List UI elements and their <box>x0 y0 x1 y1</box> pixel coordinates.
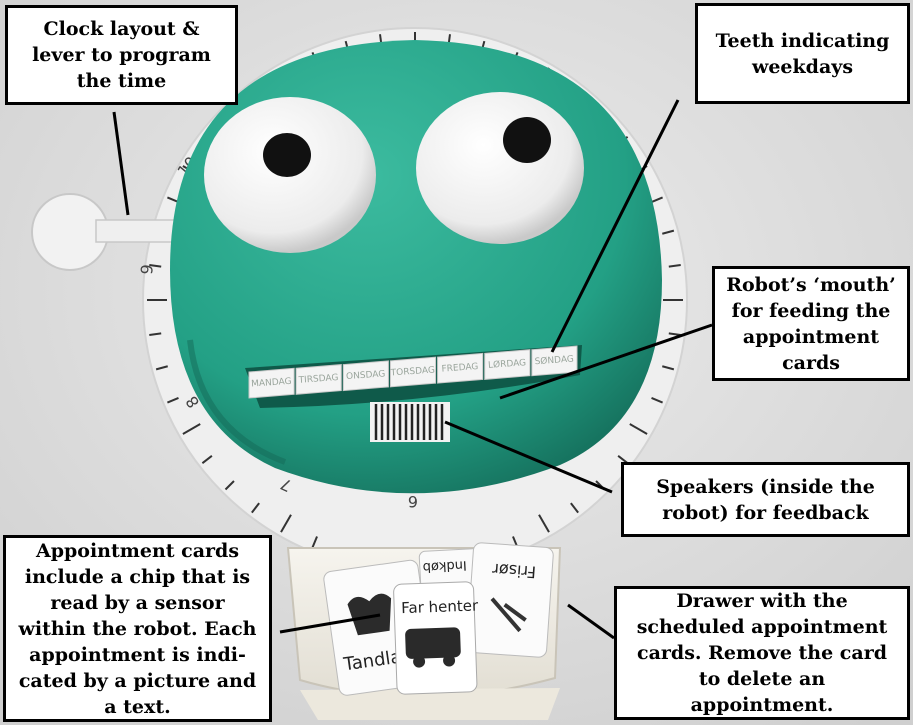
clock-tick <box>538 514 550 533</box>
leader-speakers <box>444 420 613 494</box>
card-label-far-henter: Far henter <box>401 596 479 617</box>
callout-drawer: Drawer with the scheduled appointment ca… <box>614 586 910 720</box>
right-eye <box>416 92 584 244</box>
clock-tick <box>149 332 162 336</box>
clock-tick <box>617 455 629 464</box>
clock-tick <box>668 332 681 336</box>
tooth <box>437 352 484 384</box>
leader-clock-lever <box>112 111 130 216</box>
clock-tick <box>149 264 162 268</box>
clock-tick <box>167 196 179 203</box>
leader-cards <box>279 613 381 634</box>
card-label-indkob: Indkøb <box>422 557 467 574</box>
callout-clock-lever: Clock layout & lever to program the time <box>5 5 238 105</box>
clock-tick <box>251 502 260 514</box>
clock-tick <box>651 397 663 404</box>
clock-tick <box>668 264 681 268</box>
card-frisor: Frisør <box>466 542 554 658</box>
leader-drawer <box>567 603 615 640</box>
callout-mouth: Robot’s ‘mouth’ for feeding the appointm… <box>712 266 910 381</box>
tooth-label: LØRDAG <box>488 357 527 371</box>
tooth <box>484 349 531 380</box>
clock-tick <box>182 423 201 435</box>
callout-teeth-weekdays-text: Teeth indicating weekdays <box>715 29 890 78</box>
card-label-frisor: Frisør <box>491 560 536 582</box>
clock-tick <box>167 397 179 404</box>
clock-tick <box>201 455 213 464</box>
tooth-label: ONSDAG <box>346 369 386 382</box>
callout-speakers: Speakers (inside the robot) for feedback <box>621 462 910 537</box>
tooth <box>248 367 295 399</box>
tooth-label: TIRSDAG <box>297 373 338 386</box>
clock-tick <box>155 365 168 371</box>
leader-mouth <box>499 323 713 400</box>
clock-tick <box>629 423 648 435</box>
left-eye <box>204 97 376 253</box>
clock-tick <box>662 365 675 371</box>
clock-tick <box>662 229 675 235</box>
tooth-label: FREDAG <box>441 362 478 375</box>
speaker-grille <box>370 402 450 442</box>
card-drawer: Indkøb Tandlæg Frisør Far henter <box>286 542 562 720</box>
callout-teeth-weekdays: Teeth indicating weekdays <box>695 3 910 104</box>
tooth-label: TORSDAG <box>389 365 435 378</box>
tooth-label: MANDAG <box>251 377 292 390</box>
callout-speakers-text: Speakers (inside the robot) for feedback <box>656 475 875 524</box>
tooth <box>389 356 437 388</box>
callout-appointment-cards: Appointment cards include a chip that is… <box>3 535 272 722</box>
leader-teeth <box>550 99 680 353</box>
callout-mouth-text: Robot’s ‘mouth’ for feeding the appointm… <box>726 273 896 374</box>
clock-tick <box>311 536 318 548</box>
clock-number-6: 6 <box>408 492 418 511</box>
callout-appointment-cards-text: Appointment cards include a chip that is… <box>18 539 257 718</box>
card-far-henter: Far henter <box>393 581 479 695</box>
callout-drawer-text: Drawer with the scheduled appointment ca… <box>636 590 888 716</box>
tooth <box>342 360 389 392</box>
clock-tick <box>280 514 292 533</box>
tooth-label: SØNDAG <box>534 354 574 368</box>
clock-number-9: 9 <box>137 264 157 276</box>
time-lever <box>31 193 177 271</box>
clock-tick <box>570 502 579 514</box>
clock-tick <box>224 480 235 491</box>
clock-tick <box>651 196 663 203</box>
callout-clock-lever-text: Clock layout & lever to program the time <box>32 18 211 92</box>
tooth <box>295 364 342 395</box>
